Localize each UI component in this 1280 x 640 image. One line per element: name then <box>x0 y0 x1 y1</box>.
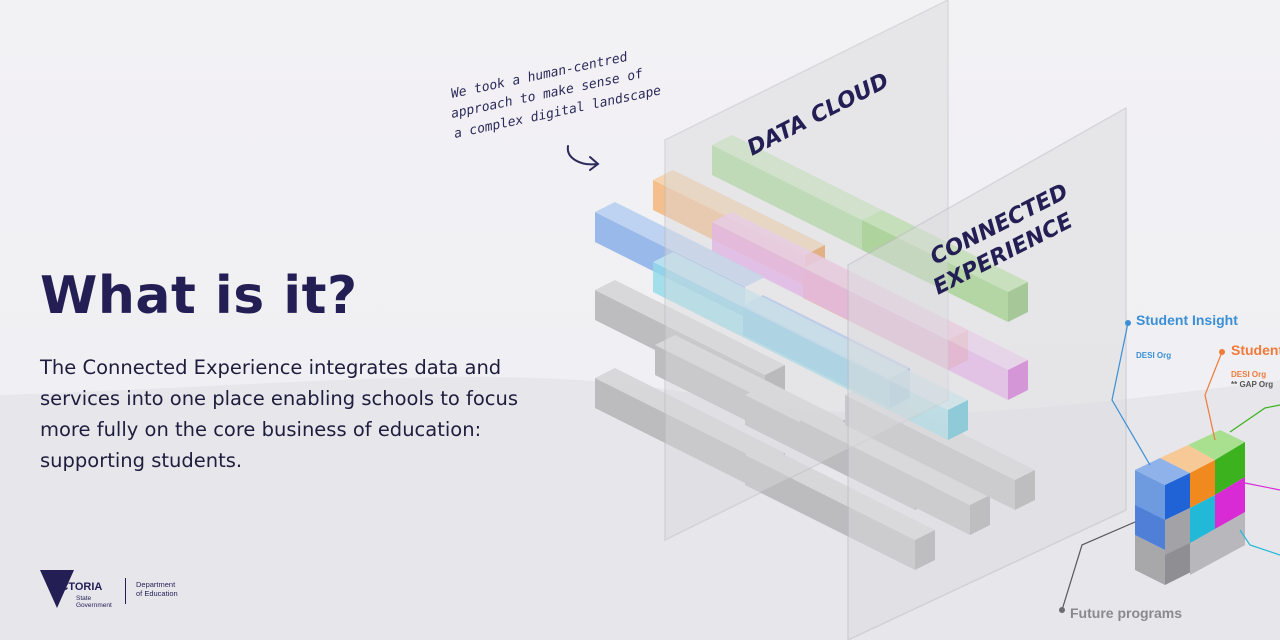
logo-state: State <box>76 595 92 602</box>
handwritten-note: We took a human-centred approach to make… <box>450 50 663 171</box>
victoria-wordmark: VICTORIA <box>50 581 102 593</box>
student-partial-sub-2: ** GAP Org <box>1231 380 1273 389</box>
student-insight-sub: DESI Org <box>1136 351 1171 360</box>
logo-of-education: of Education <box>136 589 178 598</box>
student-insight-label: Student Insight <box>1136 312 1238 328</box>
page-title: What is it? <box>40 266 358 326</box>
student-partial-sub-1: DESI Org <box>1231 370 1266 379</box>
curved-arrow-icon <box>566 145 600 171</box>
connector-lines <box>1059 320 1280 613</box>
victoria-triangle-icon <box>40 570 74 608</box>
page-description: The Connected Experience integrates data… <box>40 356 519 472</box>
connected-experience-panel: CONNECTED EXPERIENCE <box>847 106 1127 640</box>
program-cube-stack <box>1135 430 1245 585</box>
logo-department: Department <box>136 580 176 589</box>
future-programs-label: Future programs <box>1070 605 1182 621</box>
victoria-logo: VICTORIA State Government Department of … <box>40 570 178 609</box>
logo-government: Government <box>76 602 112 609</box>
student-label-partial: Student <box>1231 342 1280 358</box>
